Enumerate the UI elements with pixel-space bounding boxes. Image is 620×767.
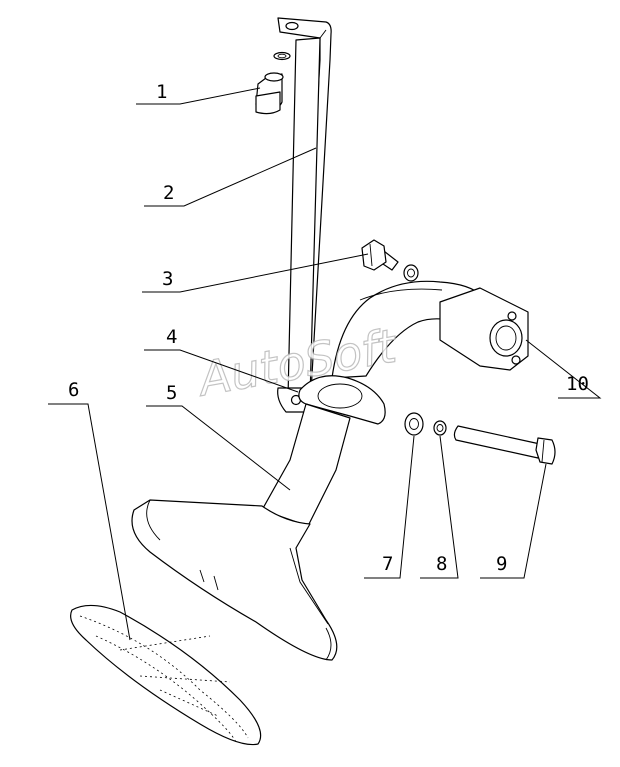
part-5-strainer-body: [131, 403, 351, 661]
callout-8: 8: [436, 553, 447, 575]
part-3-bolt: [361, 239, 419, 282]
part-4-gasket: [298, 375, 386, 425]
part-9-long-bolt: [453, 425, 556, 465]
leader-lines: [48, 87, 602, 641]
part-1-nut: [255, 51, 291, 115]
callout-2: 2: [163, 182, 174, 204]
callout-7: 7: [382, 553, 393, 575]
callout-3: 3: [162, 268, 173, 290]
callout-5: 5: [166, 382, 177, 404]
callout-4: 4: [166, 326, 177, 348]
callout-labels: 1 2 3 4 5 6 7 8 9 10: [68, 81, 589, 575]
part-10-pipe: [331, 280, 529, 379]
callout-6: 6: [68, 379, 79, 401]
part-2-bracket: [277, 17, 332, 413]
callout-10: 10: [566, 373, 589, 395]
part-8-spring-washer: [433, 420, 447, 436]
part-7-washer: [404, 412, 424, 436]
part-6-screen: [70, 604, 262, 746]
callout-1: 1: [156, 81, 167, 103]
callout-9: 9: [496, 553, 507, 575]
